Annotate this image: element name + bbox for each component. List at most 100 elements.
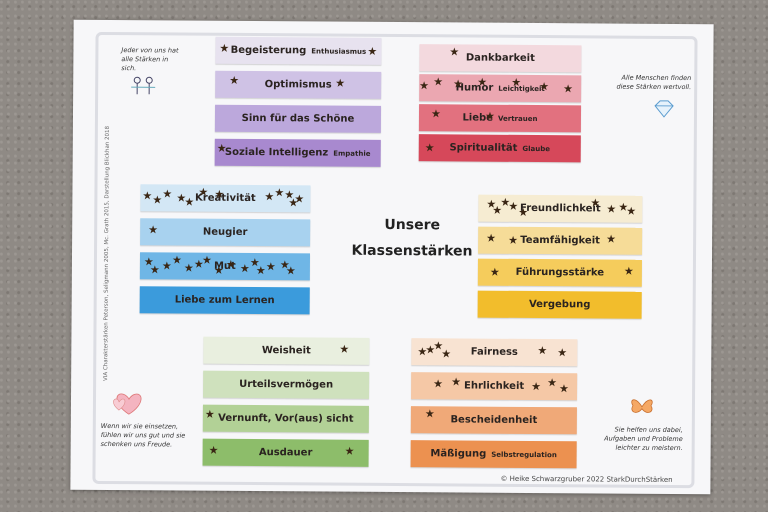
- note-bottom-right: Sie helfen uns dabei, Aufgaben und Probl…: [604, 425, 683, 453]
- star-sticker-icon: ★: [214, 187, 225, 201]
- strength-label: Liebe zum Lernen: [174, 294, 275, 307]
- star-sticker-icon: ★: [335, 76, 346, 90]
- strength-strip: Bescheidenheit ★: [410, 406, 577, 435]
- star-sticker-icon: ★: [557, 346, 568, 360]
- strength-strip: Urteilsvermögen: [203, 370, 370, 399]
- strength-label: Ausdauer: [258, 447, 313, 459]
- strength-sublabel: Glaube: [522, 144, 551, 153]
- strength-strip: Kreativität★★★★★★★★★★★★: [140, 184, 311, 213]
- strength-strip: Ehrlichkeit★★★★★: [411, 372, 578, 401]
- star-sticker-icon: ★: [537, 344, 548, 358]
- star-sticker-icon: ★: [563, 82, 574, 96]
- title-line-1: Unsere: [384, 216, 441, 234]
- strength-label: Vergebung: [528, 298, 591, 311]
- star-sticker-icon: ★: [559, 382, 570, 396]
- strength-label: Freundlichkeit: [520, 202, 601, 215]
- star-sticker-icon: ★: [511, 75, 522, 89]
- star-sticker-icon: ★: [453, 77, 464, 91]
- poster: VIA Charakterstärken Peterson, Seligmann…: [70, 19, 714, 495]
- star-sticker-icon: ★: [149, 263, 160, 277]
- star-sticker-icon: ★: [162, 187, 173, 201]
- star-sticker-icon: ★: [265, 260, 276, 274]
- diamond-icon: [654, 100, 674, 118]
- note-bottom-left: Wenn wir sie einsetzen, fühlen wir uns g…: [100, 421, 186, 449]
- star-sticker-icon: ★: [339, 342, 350, 356]
- strength-strip: Dankbarkeit ★: [419, 44, 582, 73]
- star-sticker-icon: ★: [216, 141, 227, 155]
- strength-sublabel: Empathie: [333, 149, 371, 158]
- star-sticker-icon: ★: [201, 253, 212, 267]
- strength-label: Begeisterung: [230, 44, 307, 57]
- strength-label: Führungsstärke: [515, 266, 605, 279]
- star-sticker-icon: ★: [213, 263, 224, 277]
- star-sticker-icon: ★: [264, 190, 275, 204]
- note-top-right: Alle Menschen finden diese Stärken wertv…: [616, 73, 692, 92]
- star-sticker-icon: ★: [547, 376, 558, 390]
- star-sticker-icon: ★: [424, 141, 435, 155]
- strength-label: Sinn für das Schöne: [241, 112, 355, 125]
- star-sticker-icon: ★: [184, 195, 195, 209]
- strength-strip: Neugier ★: [140, 218, 311, 247]
- strength-label: Bescheidenheit: [450, 414, 538, 427]
- strength-label: Teamfähigkeit: [520, 234, 600, 247]
- poster-title: Unsere Klassenstärken: [322, 212, 502, 265]
- star-sticker-icon: ★: [477, 75, 488, 89]
- star-sticker-icon: ★: [606, 202, 617, 216]
- strength-strip: Optimismus★★: [215, 70, 382, 99]
- strength-strip: Teamfähigkeit★★★: [478, 226, 643, 255]
- star-sticker-icon: ★: [433, 377, 444, 391]
- star-sticker-icon: ★: [255, 264, 266, 278]
- strength-sublabel: Enthusiasmus: [311, 46, 367, 56]
- star-sticker-icon: ★: [204, 407, 215, 421]
- strength-strip: Freundlichkeit★★★★★★★★★: [478, 194, 643, 223]
- strength-strip: Spiritualität Glaube ★: [418, 134, 581, 163]
- star-sticker-icon: ★: [539, 80, 550, 94]
- star-sticker-icon: ★: [430, 107, 441, 121]
- strength-strip: Weisheit★: [203, 336, 370, 365]
- star-sticker-icon: ★: [294, 192, 305, 206]
- hearts-icon: [113, 393, 142, 415]
- star-sticker-icon: ★: [419, 79, 430, 93]
- strength-label: Optimismus: [264, 79, 332, 91]
- strength-strip: Mut★★★★★★★★★★★★★★★: [139, 252, 311, 281]
- star-sticker-icon: ★: [441, 347, 452, 361]
- strength-sublabel: Leichtigkeit: [498, 84, 545, 93]
- star-sticker-icon: ★: [424, 407, 435, 421]
- note-top-left: Jeder von uns hat alle Stärken in sich.: [121, 46, 179, 73]
- star-sticker-icon: ★: [152, 193, 163, 207]
- star-sticker-icon: ★: [449, 45, 460, 59]
- star-sticker-icon: ★: [171, 253, 182, 267]
- strength-strip: Liebe zum Lernen: [139, 286, 310, 315]
- strength-strip: Fairness★★★★★★: [411, 338, 578, 367]
- star-sticker-icon: ★: [148, 223, 159, 237]
- strength-strip: Vergebung: [477, 290, 642, 319]
- butterfly-icon: [631, 399, 653, 413]
- star-sticker-icon: ★: [484, 109, 495, 123]
- star-sticker-icon: ★: [623, 264, 634, 278]
- strength-strip: Führungsstärke★★: [477, 258, 642, 287]
- star-sticker-icon: ★: [239, 261, 250, 276]
- copyright: © Heike Schwarzgruber 2022 StarkDurchStä…: [500, 474, 673, 484]
- star-sticker-icon: ★: [225, 257, 236, 271]
- star-sticker-icon: ★: [219, 41, 230, 55]
- star-sticker-icon: ★: [518, 205, 529, 219]
- star-sticker-icon: ★: [142, 189, 153, 203]
- strength-label: Mäßigung: [430, 448, 487, 460]
- star-sticker-icon: ★: [229, 73, 240, 87]
- strength-strip: Vernunft, Vor(aus) sicht★: [202, 404, 369, 433]
- star-sticker-icon: ★: [508, 233, 519, 247]
- strength-strip: Soziale Intelligenz Empathie ★: [214, 138, 381, 167]
- strength-label: Spiritualität: [449, 142, 518, 154]
- star-sticker-icon: ★: [208, 443, 219, 457]
- star-sticker-icon: ★: [198, 185, 209, 199]
- star-sticker-icon: ★: [626, 204, 637, 218]
- strength-label: Soziale Intelligenz: [224, 146, 329, 159]
- star-sticker-icon: ★: [344, 444, 355, 458]
- strength-label: Dankbarkeit: [465, 52, 535, 64]
- star-sticker-icon: ★: [161, 259, 172, 273]
- strength-label: Neugier: [202, 226, 248, 238]
